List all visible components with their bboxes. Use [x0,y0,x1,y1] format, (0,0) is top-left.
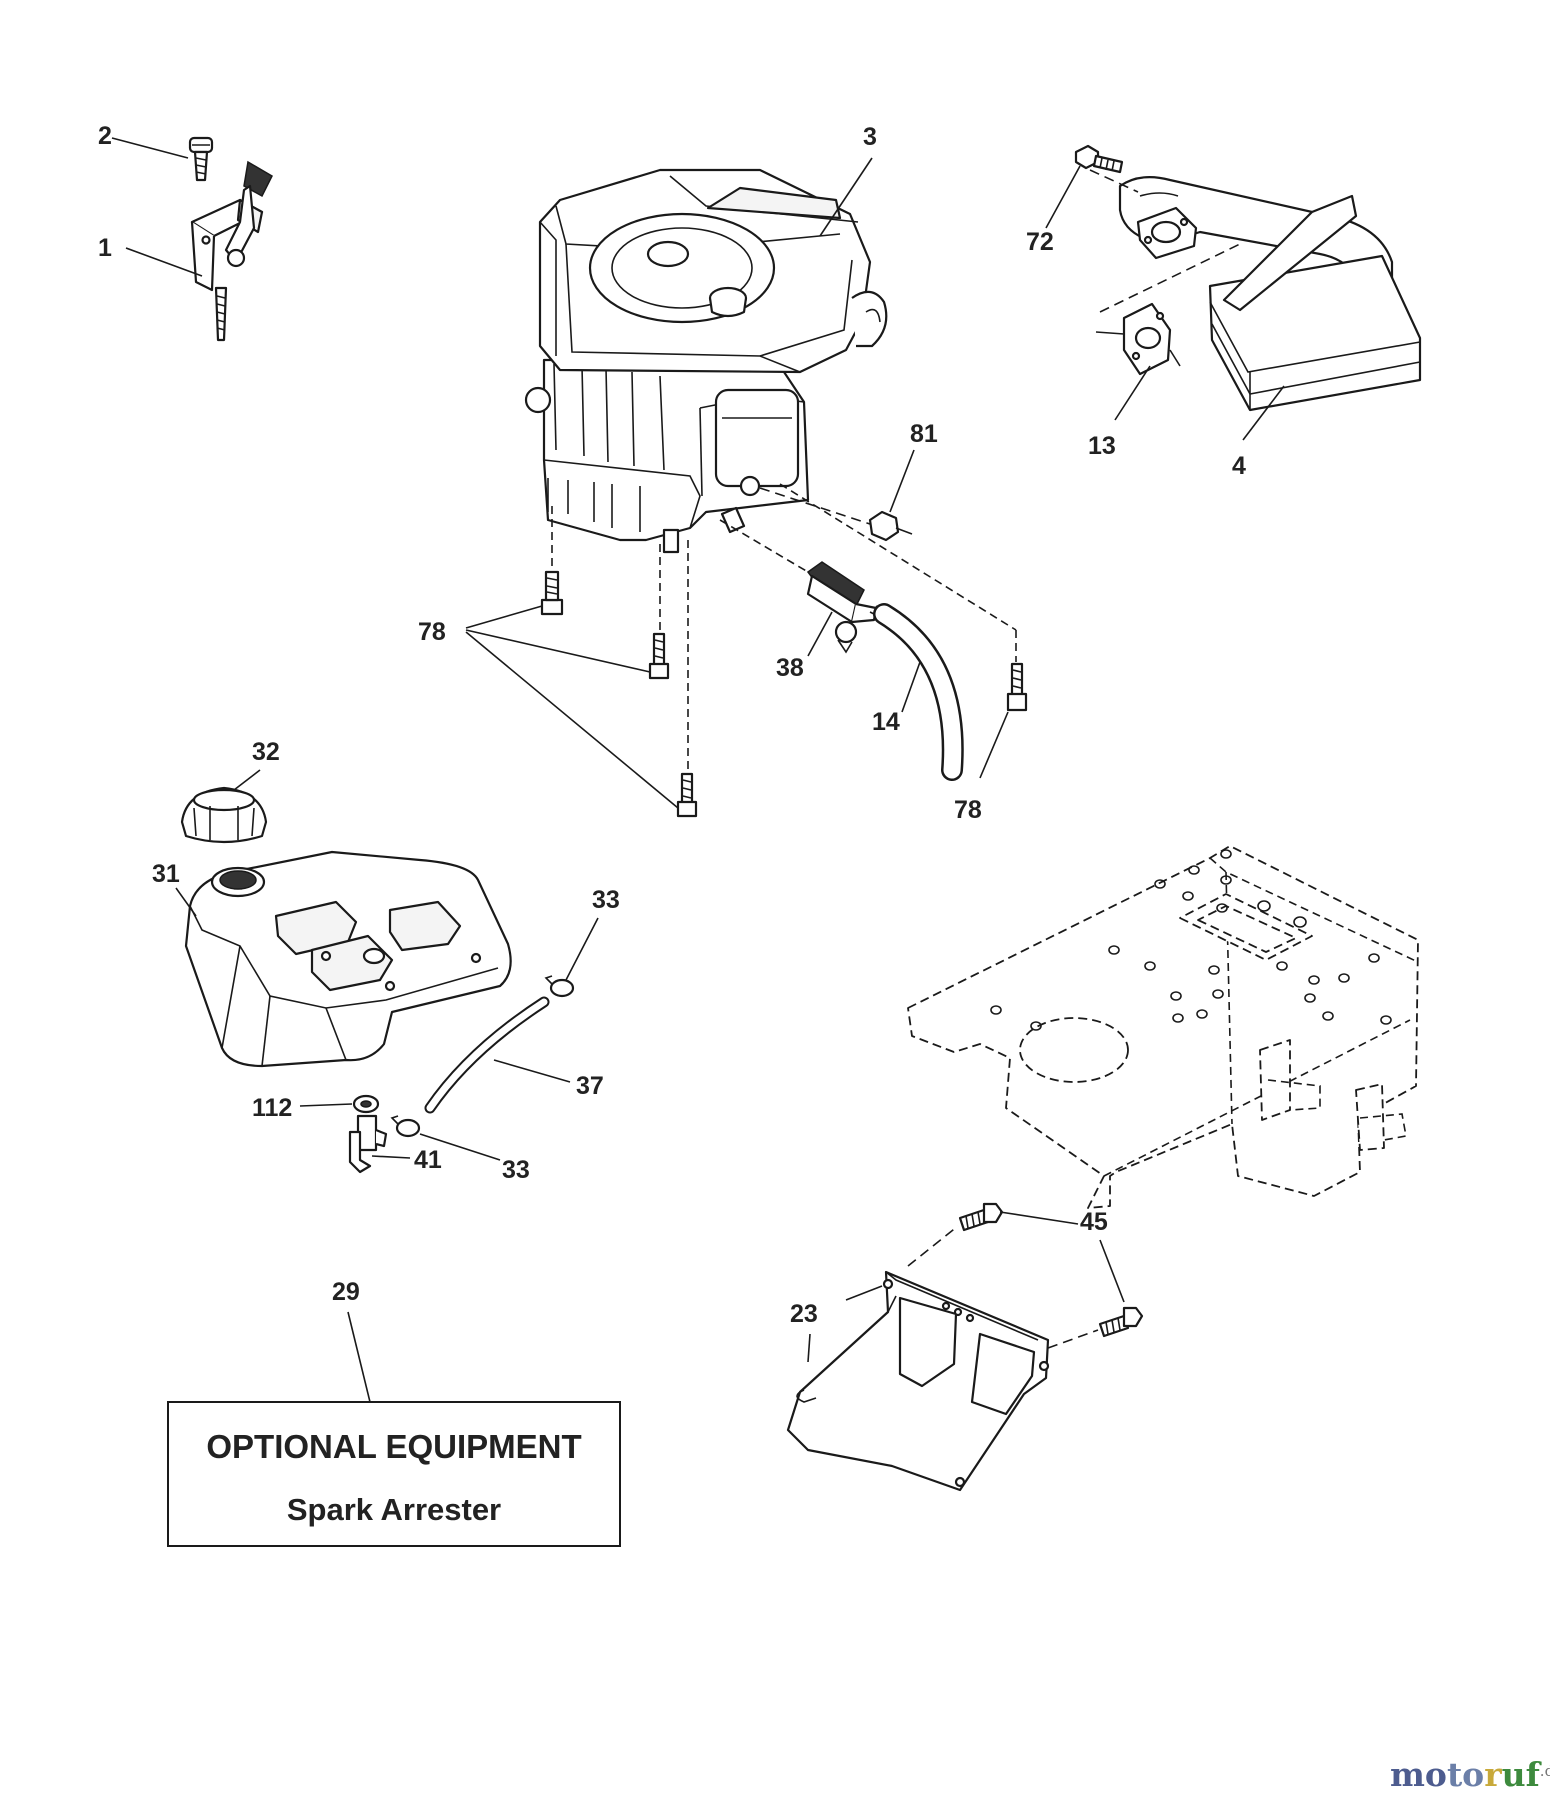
callout-32: 32 [252,738,280,766]
grommet-part-112 [352,1094,380,1114]
fuel-cap-part-32 [180,786,268,844]
bolt-part-78-c [676,772,698,818]
brand-r: r [1484,1755,1502,1794]
frame-mounting-holes [990,849,1392,1031]
leader-81 [889,449,915,513]
callout-41: 41 [414,1146,442,1174]
leader-72 [1045,165,1081,229]
leader-45-a [999,1211,1079,1225]
clamp-part-33-upper [544,975,575,998]
leader-32 [233,769,261,791]
dash-45-lower [1047,1329,1099,1349]
optional-equipment-box: OPTIONAL EQUIPMENT Spark Arrester [167,1401,621,1547]
fuel-line-part-37 [424,996,550,1114]
brand-tld: .de [1540,1762,1550,1780]
dash-13 [1099,243,1241,313]
callout-14: 14 [872,708,900,736]
leader-29 [347,1311,371,1403]
bolt-part-45-lower [1098,1306,1144,1338]
throttle-control-assembly: 2 1 [98,122,273,342]
callout-31: 31 [152,860,180,888]
leader-33-lower [419,1133,501,1161]
callout-112: 112 [252,1094,292,1122]
chassis-frame-reference [907,845,1419,1209]
brand-uf: uf [1502,1755,1542,1794]
bolt-part-72 [1074,144,1124,174]
brand-mo: mo [1390,1755,1447,1794]
leader-78-b [465,629,651,673]
callout-33-lower: 33 [502,1156,530,1184]
brand-to: to [1447,1755,1484,1794]
leader-78-c [465,631,679,809]
clamp-part-33-lower [390,1115,421,1138]
callout-72: 72 [1026,228,1054,256]
callout-45: 45 [1080,1208,1108,1236]
optional-equipment-frame [167,1401,621,1547]
leader-45-b [1099,1239,1125,1303]
screw-part-2 [188,136,214,182]
callout-81: 81 [910,420,938,448]
motoruf-watermark-logo: motoruf.de [1390,1755,1550,1794]
callout-3: 3 [863,123,877,151]
leader-33-upper [565,917,599,981]
svg-text:motoruf.de: motoruf.de [1390,1755,1550,1794]
leader-2 [111,137,189,159]
fuel-filter-part-38 [806,561,881,654]
shield-plate-part-23 [786,1270,1050,1492]
callout-38: 38 [776,654,804,682]
callout-23: 23 [790,1300,818,1328]
leader-4 [1242,385,1285,441]
callout-2: 2 [98,122,112,150]
leader-78-d [979,711,1009,779]
dash-45-upper [907,1225,959,1267]
callout-37: 37 [576,1072,604,1100]
optional-equipment-title: OPTIONAL EQUIPMENT [206,1428,581,1465]
callout-1: 1 [98,234,112,262]
callout-29: 29 [332,1278,360,1306]
leader-13 [1114,365,1151,421]
bolt-part-78-a [540,570,564,616]
leader-31 [175,887,197,917]
leader-14 [901,661,921,713]
fuel-tank-part-31 [184,850,512,1068]
callout-13: 13 [1088,432,1116,460]
callout-78-right: 78 [954,796,982,824]
bolt-part-78-d [1006,662,1028,712]
nut-part-81 [868,510,913,542]
callout-78-left: 78 [418,618,446,646]
muffler-assembly [1045,144,1422,441]
callout-4: 4 [1232,452,1246,480]
gasket-part-13 [1122,302,1172,376]
bolt-part-45-upper [958,1202,1004,1232]
leader-3 [819,157,873,237]
leader-1 [125,247,203,277]
engine-part-3 [524,168,888,554]
leader-41 [371,1155,411,1159]
leader-37 [493,1059,571,1083]
leader-23 [807,1333,811,1363]
optional-equipment-subtitle: Spark Arrester [287,1492,501,1527]
shutoff-valve-part-41 [348,1114,388,1174]
leader-38 [807,611,833,657]
callout-33-upper: 33 [592,886,620,914]
leader-78-a [465,605,543,629]
bolt-part-78-b [648,632,670,680]
leader-112 [299,1103,353,1107]
dash-72 [1089,169,1139,193]
control-bracket-part-1 [190,160,273,342]
